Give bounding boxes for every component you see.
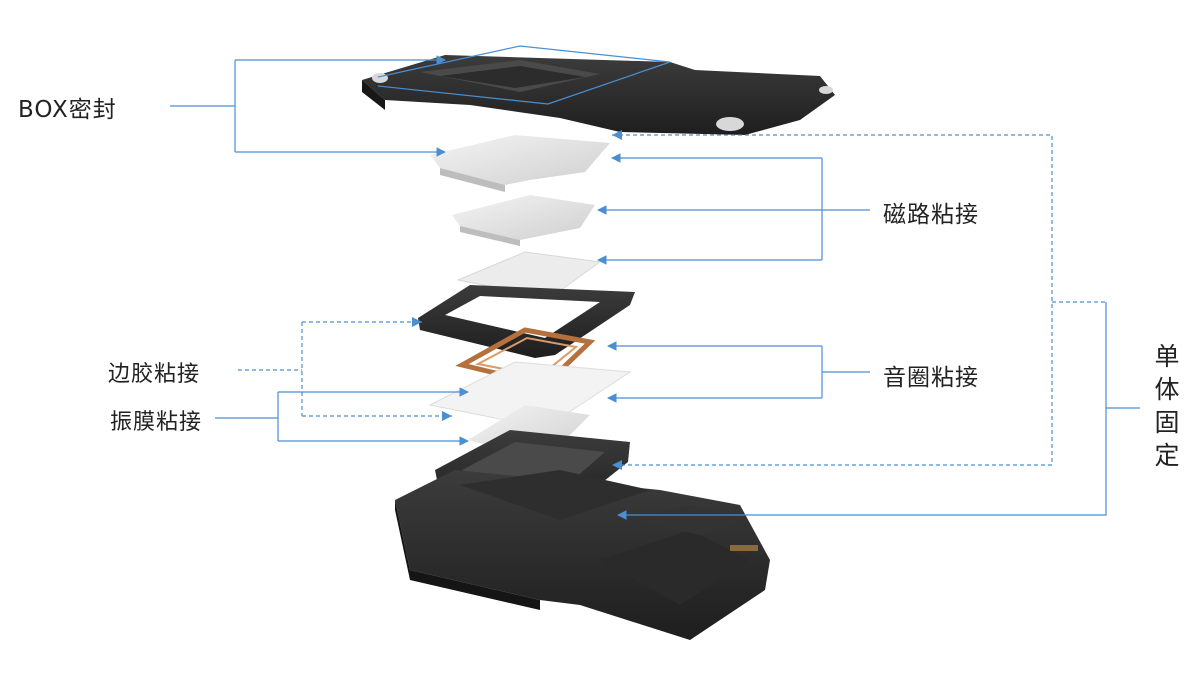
connector-pins <box>730 545 758 551</box>
arrow-head <box>612 130 622 140</box>
label-unit-fix-char: 体 <box>1152 373 1182 406</box>
screw-hole <box>716 117 744 131</box>
leader-magnet-bond <box>598 158 870 260</box>
label-diaphragm-bond: 振膜粘接 <box>110 404 202 436</box>
label-box-seal: BOX密封 <box>18 90 117 124</box>
leader-unit-fix-dashed <box>612 135 1106 465</box>
bottom-box <box>395 470 770 640</box>
leader-unit-fix-solid <box>618 302 1140 515</box>
leader-coil-bond <box>608 346 870 398</box>
label-coil-bond: 音圈粘接 <box>883 358 979 392</box>
magnet-plate-lower <box>452 195 595 246</box>
magnet-plate-upper <box>430 135 610 192</box>
screw-hole <box>819 86 833 94</box>
label-surround-bond: 边胶粘接 <box>108 356 200 388</box>
label-unit-fix-char: 固 <box>1152 406 1182 439</box>
label-unit-fix-char: 定 <box>1152 439 1182 472</box>
arrow-head <box>442 411 452 421</box>
surround-frame <box>418 285 635 358</box>
label-magnet-bond: 磁路粘接 <box>883 195 979 229</box>
screw-hole <box>372 73 388 83</box>
top-cover <box>362 46 835 135</box>
label-unit-fix: 单 体 固 定 <box>1152 340 1182 472</box>
label-unit-fix-char: 单 <box>1152 340 1182 373</box>
leader-surround-bond <box>238 322 452 416</box>
